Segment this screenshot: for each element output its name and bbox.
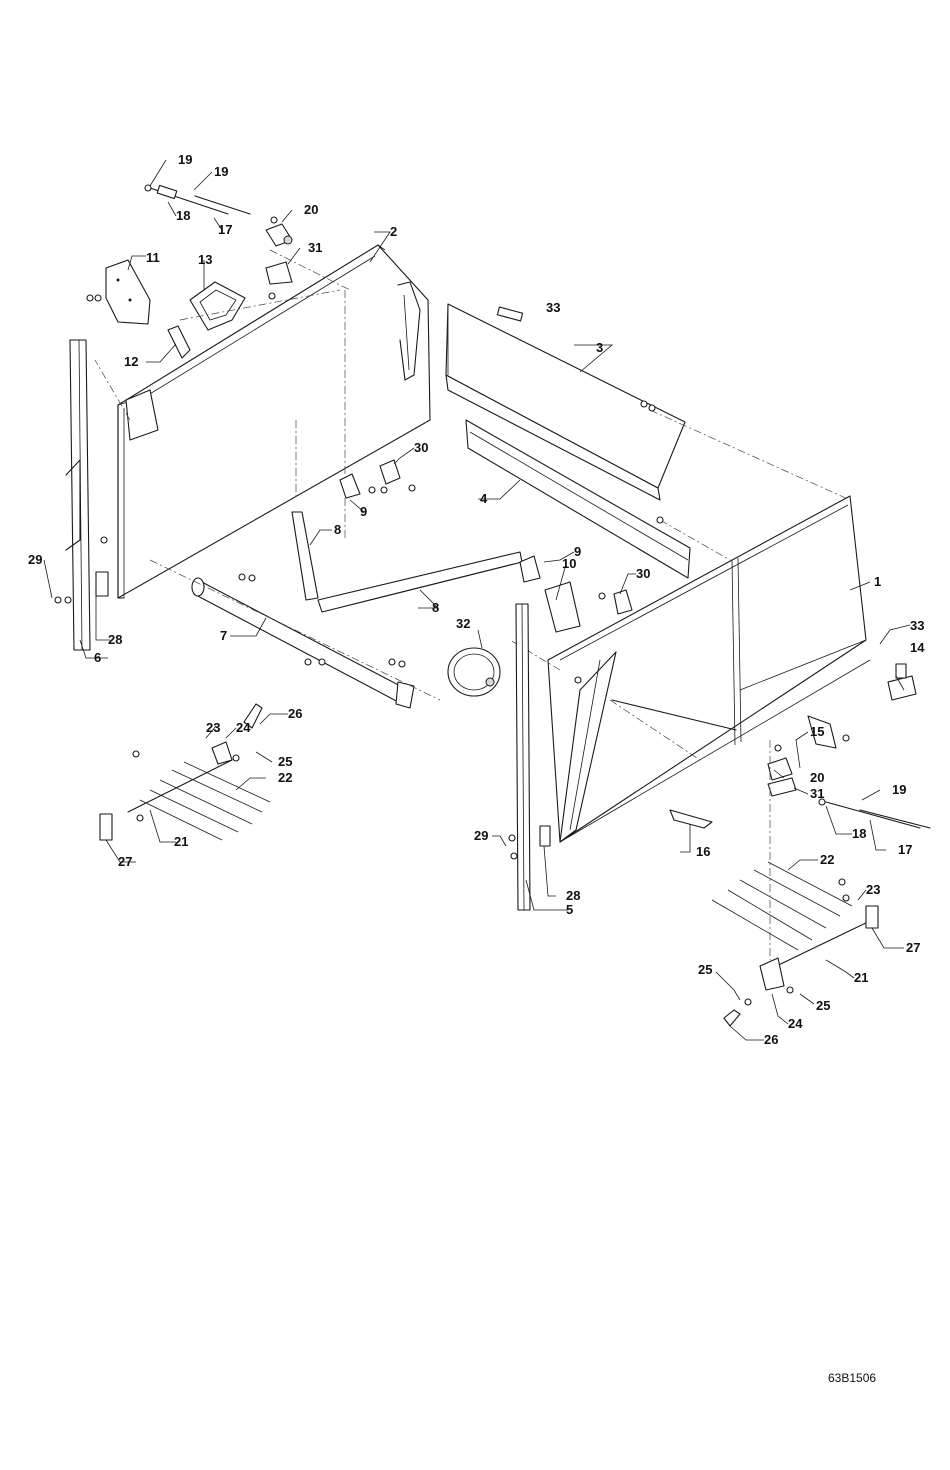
callout-33a: 33 <box>546 300 560 315</box>
callout-33b: 33 <box>910 618 924 633</box>
callout-30a: 30 <box>414 440 428 455</box>
drawing-code: 63B1506 <box>828 1371 876 1385</box>
callout-11: 11 <box>146 250 160 265</box>
bracket-14 <box>888 664 916 700</box>
callout-24b: 24 <box>788 1016 803 1031</box>
bracket-31-right <box>768 778 796 796</box>
callout-10: 10 <box>562 556 576 571</box>
bracket-13 <box>190 282 245 330</box>
callout-23b: 23 <box>866 882 880 897</box>
rods-right <box>819 799 930 828</box>
bracket-20-top <box>266 224 292 246</box>
callout-23a: 23 <box>206 720 220 735</box>
bracket-16 <box>670 810 712 828</box>
callout-13: 13 <box>198 252 212 267</box>
callout-5: 5 <box>566 902 573 917</box>
callout-29a: 29 <box>28 552 42 567</box>
bracket-10 <box>545 582 580 632</box>
upright-right <box>516 604 550 910</box>
callout-12: 12 <box>124 354 138 369</box>
callout-30b: 30 <box>636 566 650 581</box>
bracket-9-left <box>340 474 360 498</box>
bracket-20-right <box>768 758 792 780</box>
callout-25b: 25 <box>698 962 712 977</box>
bracket-9-right <box>520 556 540 582</box>
callout-17b: 17 <box>898 842 912 857</box>
callout-25c: 25 <box>816 998 830 1013</box>
callout-24a: 24 <box>236 720 251 735</box>
bracket-30-right <box>614 590 632 614</box>
callout-32: 32 <box>456 616 470 631</box>
callout-27a: 27 <box>118 854 132 869</box>
bracket-30-left <box>380 460 400 484</box>
callout-20b: 20 <box>810 770 824 785</box>
callout-19c: 19 <box>892 782 906 797</box>
callout-29b: 29 <box>474 828 488 843</box>
callout-28a: 28 <box>108 632 122 647</box>
wheel-32 <box>448 648 500 696</box>
spreader-tines-right <box>712 862 878 1026</box>
callout-31a: 31 <box>308 240 322 255</box>
callout-21b: 21 <box>854 970 868 985</box>
callout-18b: 18 <box>852 826 866 841</box>
callout-14: 14 <box>910 640 925 655</box>
callout-28b: 28 <box>566 888 580 903</box>
callout-21a: 21 <box>174 834 188 849</box>
callout-6: 6 <box>94 650 101 665</box>
callout-17a: 17 <box>218 222 232 237</box>
bracket-31-top <box>266 262 292 284</box>
stay-8-long <box>318 552 522 612</box>
callout-26b: 26 <box>764 1032 778 1047</box>
bracket-12 <box>168 326 190 358</box>
callout-31b: 31 <box>810 786 824 801</box>
callout-19a: 19 <box>178 152 192 167</box>
callout-22a: 22 <box>278 770 292 785</box>
callout-2: 2 <box>390 224 397 239</box>
callout-15: 15 <box>810 724 824 739</box>
callout-19b: 19 <box>214 164 228 179</box>
callout-27b: 27 <box>906 940 920 955</box>
callout-4: 4 <box>480 491 488 506</box>
callout-9a: 9 <box>360 504 367 519</box>
callout-7: 7 <box>220 628 227 643</box>
upright-left <box>66 340 108 650</box>
callout-16: 16 <box>696 844 710 859</box>
rods-top-left <box>145 185 250 214</box>
callout-8b: 8 <box>432 600 439 615</box>
stay-8-short <box>292 512 318 600</box>
callout-18a: 18 <box>176 208 190 223</box>
callout-26a: 26 <box>288 706 302 721</box>
callout-20a: 20 <box>304 202 318 217</box>
callout-25a: 25 <box>278 754 292 769</box>
callout-22b: 22 <box>820 852 834 867</box>
callout-3: 3 <box>596 340 603 355</box>
callout-8a: 8 <box>334 522 341 537</box>
fender-3 <box>446 304 685 500</box>
callout-1: 1 <box>874 574 881 589</box>
